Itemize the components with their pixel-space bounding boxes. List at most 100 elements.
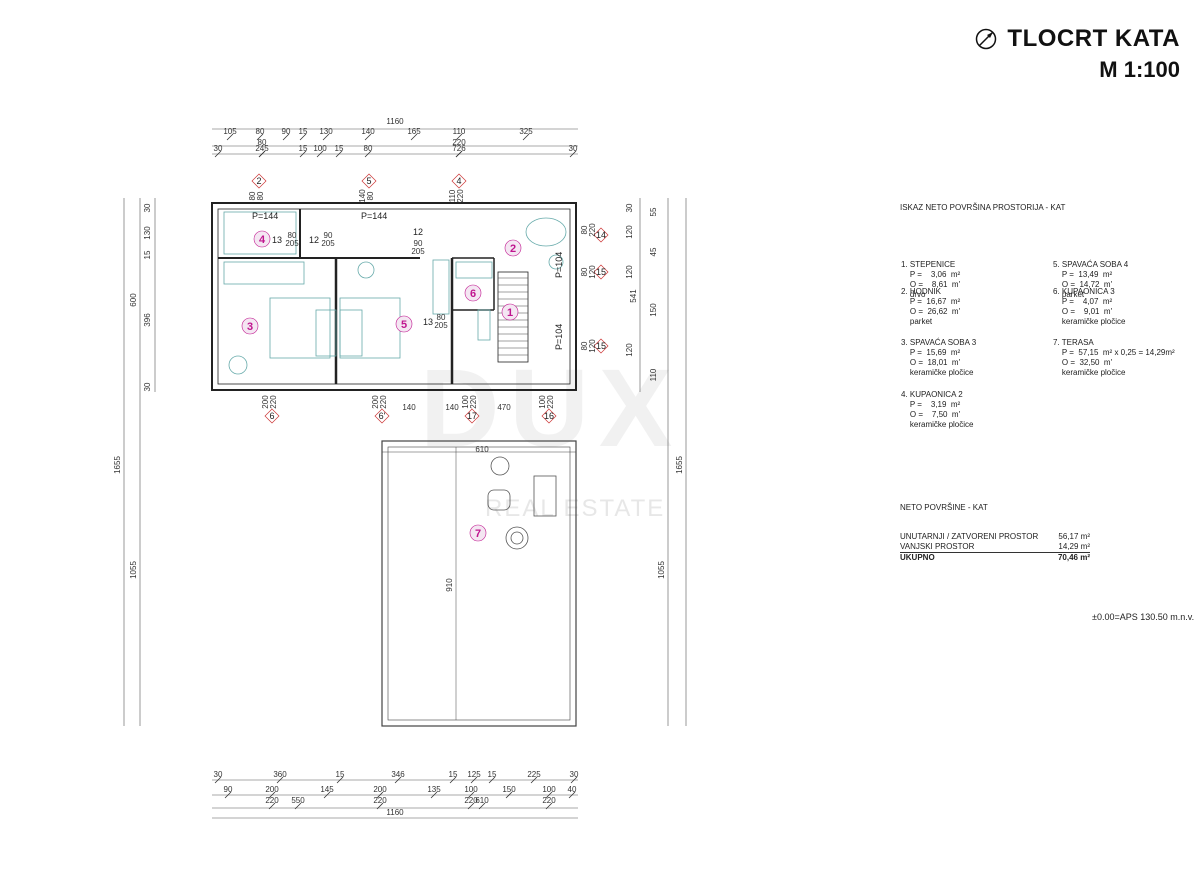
room-entry-line: drvo <box>901 290 926 299</box>
dim-label: 145 <box>320 785 334 794</box>
watermark-logo: DUX <box>420 347 683 470</box>
window-size: 80 <box>366 191 375 200</box>
dim-label: 40 <box>568 785 577 794</box>
dim-tick <box>323 791 331 799</box>
title-block: TLOCRT KATA M 1:100 <box>975 25 1180 83</box>
dim-tick <box>455 150 463 158</box>
room-label-circle <box>469 524 487 542</box>
dim-tick <box>376 791 384 799</box>
window-size: 100 <box>461 395 470 409</box>
dim-tick <box>226 133 234 141</box>
dim-tick <box>214 776 222 784</box>
window-size: 220 <box>588 223 597 237</box>
room-entry-line: P = 15,69 m² <box>901 348 961 357</box>
opening-tag: 12 <box>413 227 423 237</box>
dim-tick <box>530 776 538 784</box>
dim-label: 220 <box>542 796 556 805</box>
dim-tick <box>505 791 513 799</box>
dim-label: 15 <box>335 144 344 153</box>
dim-tick <box>470 776 478 784</box>
marker-label: 2 <box>256 176 261 186</box>
marker-label: 14 <box>596 230 606 240</box>
dim-tick <box>376 802 384 810</box>
room-entry-line: 6. KUPAONICA 3 <box>1053 287 1115 296</box>
dim-label: 45 <box>649 247 658 256</box>
right-541-dim: 541 <box>629 289 638 303</box>
room-entry-line: O = 26,62 m' <box>901 307 961 316</box>
room-entry-line: keramičke pločice <box>1053 317 1126 326</box>
room-label-circle <box>253 230 271 248</box>
summary-value: 14,29 m² <box>1058 542 1090 551</box>
window-size: 220 <box>469 395 478 409</box>
window-size: 80 <box>248 191 257 200</box>
door-size: 90 <box>414 239 423 248</box>
door-size: 205 <box>434 321 448 330</box>
summary-total-value: 70,46 m² <box>1057 553 1090 562</box>
left-1055-dim: 1055 <box>129 561 138 579</box>
room-entry-line: 3. SPAVAĆA SOBA 3 <box>901 338 977 347</box>
marker-diamond <box>251 173 267 189</box>
dim-label: 120 <box>625 265 634 279</box>
dim-tick <box>478 802 486 810</box>
marker-label: 4 <box>456 176 461 186</box>
dim-tick <box>224 791 232 799</box>
room-number: 3 <box>247 321 253 333</box>
room-entry: 2. HODNIK P = 16,67 m² O = 26,62 m' park… <box>901 287 960 327</box>
room-entry-line: 5. SPAVAĆA SOBA 4 <box>1053 260 1129 269</box>
room-entry-line: keramičke pločice <box>901 368 974 377</box>
legend-title: ISKAZ NETO POVRŠINA PROSTORIJA - KAT <box>900 203 1066 212</box>
left-600-dim: 600 <box>129 293 138 307</box>
watermark-subtitle: REAL ESTATE <box>485 495 666 522</box>
window-size: 80 <box>256 191 265 200</box>
interior-dim: 470 <box>497 403 511 412</box>
room-entry-line: 2. HODNIK <box>901 287 942 296</box>
summary-value: 56,17 m² <box>1058 532 1090 541</box>
dim-label: 90 <box>224 785 233 794</box>
marker-label: 6 <box>269 411 274 421</box>
window-size: 220 <box>269 395 278 409</box>
room-entry-line: keramičke pločice <box>901 420 974 429</box>
door-size: 205 <box>285 239 299 248</box>
dim-tick <box>394 776 402 784</box>
room-entry-line: P = 57,15 m² x 0,25 = 14,29m² <box>1053 348 1175 357</box>
room-label-circle <box>464 284 482 302</box>
dim-tick <box>322 133 330 141</box>
dim-tick <box>282 133 290 141</box>
dim-label: 726 <box>452 144 466 153</box>
dim-label: 200 <box>265 785 279 794</box>
marker-diamond <box>464 408 480 424</box>
dim-label: 220 <box>464 796 478 805</box>
dim-tick <box>430 791 438 799</box>
marker-label: 16 <box>544 411 554 421</box>
dim-tick <box>364 150 372 158</box>
window-size: 220 <box>379 395 388 409</box>
room-entry-line: P = 16,67 m² <box>901 297 961 306</box>
right-1055-dim: 1055 <box>657 561 666 579</box>
door-size: 90 <box>324 231 333 240</box>
dim-label: 15 <box>299 144 308 153</box>
dim-label: 220 <box>373 796 387 805</box>
elevation-note: ±0.00=APS 130.50 m.n.v. <box>1092 612 1195 622</box>
drawing-title-text: TLOCRT KATA <box>1007 25 1180 52</box>
dim-label: 150 <box>649 303 658 317</box>
dim-tick <box>256 133 264 141</box>
dim-tick <box>449 776 457 784</box>
building-outline <box>211 202 577 391</box>
room-entry: 4. KUPAONICA 2 P = 3,19 m² O = 7,50 m' k… <box>901 390 973 430</box>
dim-label: 80 <box>256 127 265 136</box>
bottom-dimensions <box>212 779 578 819</box>
window-size: 220 <box>456 189 465 203</box>
marker-diamond <box>451 173 467 189</box>
room-entry-line: keramičke pločice <box>1053 368 1126 377</box>
marker-label: 15 <box>596 341 606 351</box>
room-entry-line: parket <box>1053 290 1085 299</box>
door-size: 80 <box>288 231 297 240</box>
